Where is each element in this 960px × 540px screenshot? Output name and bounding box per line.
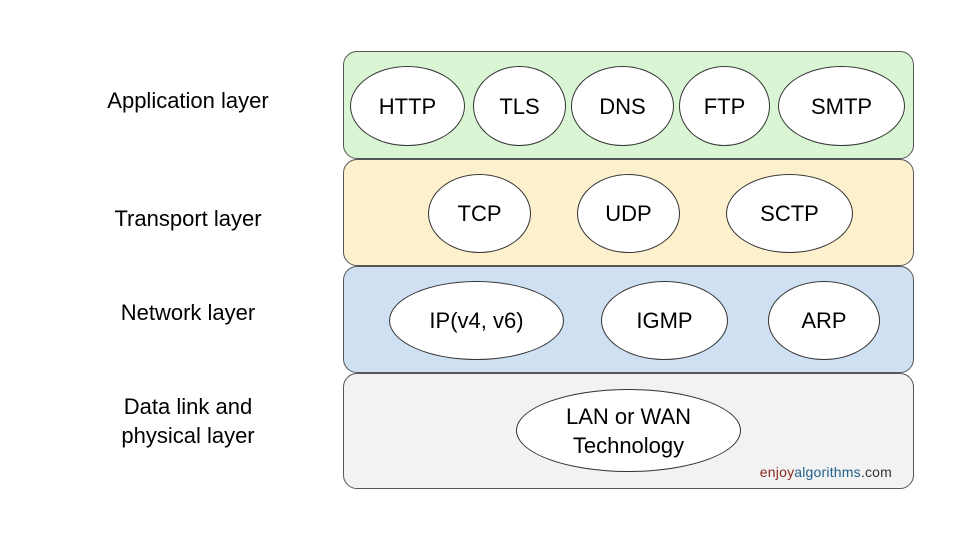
protocol-smtp: SMTP (778, 66, 905, 146)
protocol-tls: TLS (473, 66, 566, 146)
brand-part-enjoy: enjoy (759, 464, 795, 480)
layer-label-application: Application layer (107, 88, 269, 113)
protocol-lan-wan: LAN or WAN Technology (516, 389, 741, 472)
protocol-udp: UDP (577, 174, 680, 253)
protocol-arp: ARP (768, 281, 880, 360)
protocol-http: HTTP (350, 66, 465, 146)
protocol-ip: IP(v4, v6) (389, 281, 564, 360)
layer-label-transport: Transport layer (114, 206, 262, 231)
protocol-dns: DNS (571, 66, 674, 146)
brand-part-algorithms: algorithms (794, 464, 861, 480)
layer-label-data-link: Data link and physical layer (121, 394, 255, 448)
layer-label-network: Network layer (120, 300, 256, 325)
brand-part-com: .com (860, 464, 892, 480)
protocol-tcp: TCP (428, 174, 531, 253)
protocol-ftp: FTP (679, 66, 770, 146)
protocol-sctp: SCTP (726, 174, 853, 253)
brand-watermark: enjoyalgorithms.com (760, 464, 892, 480)
protocol-igmp: IGMP (601, 281, 728, 360)
